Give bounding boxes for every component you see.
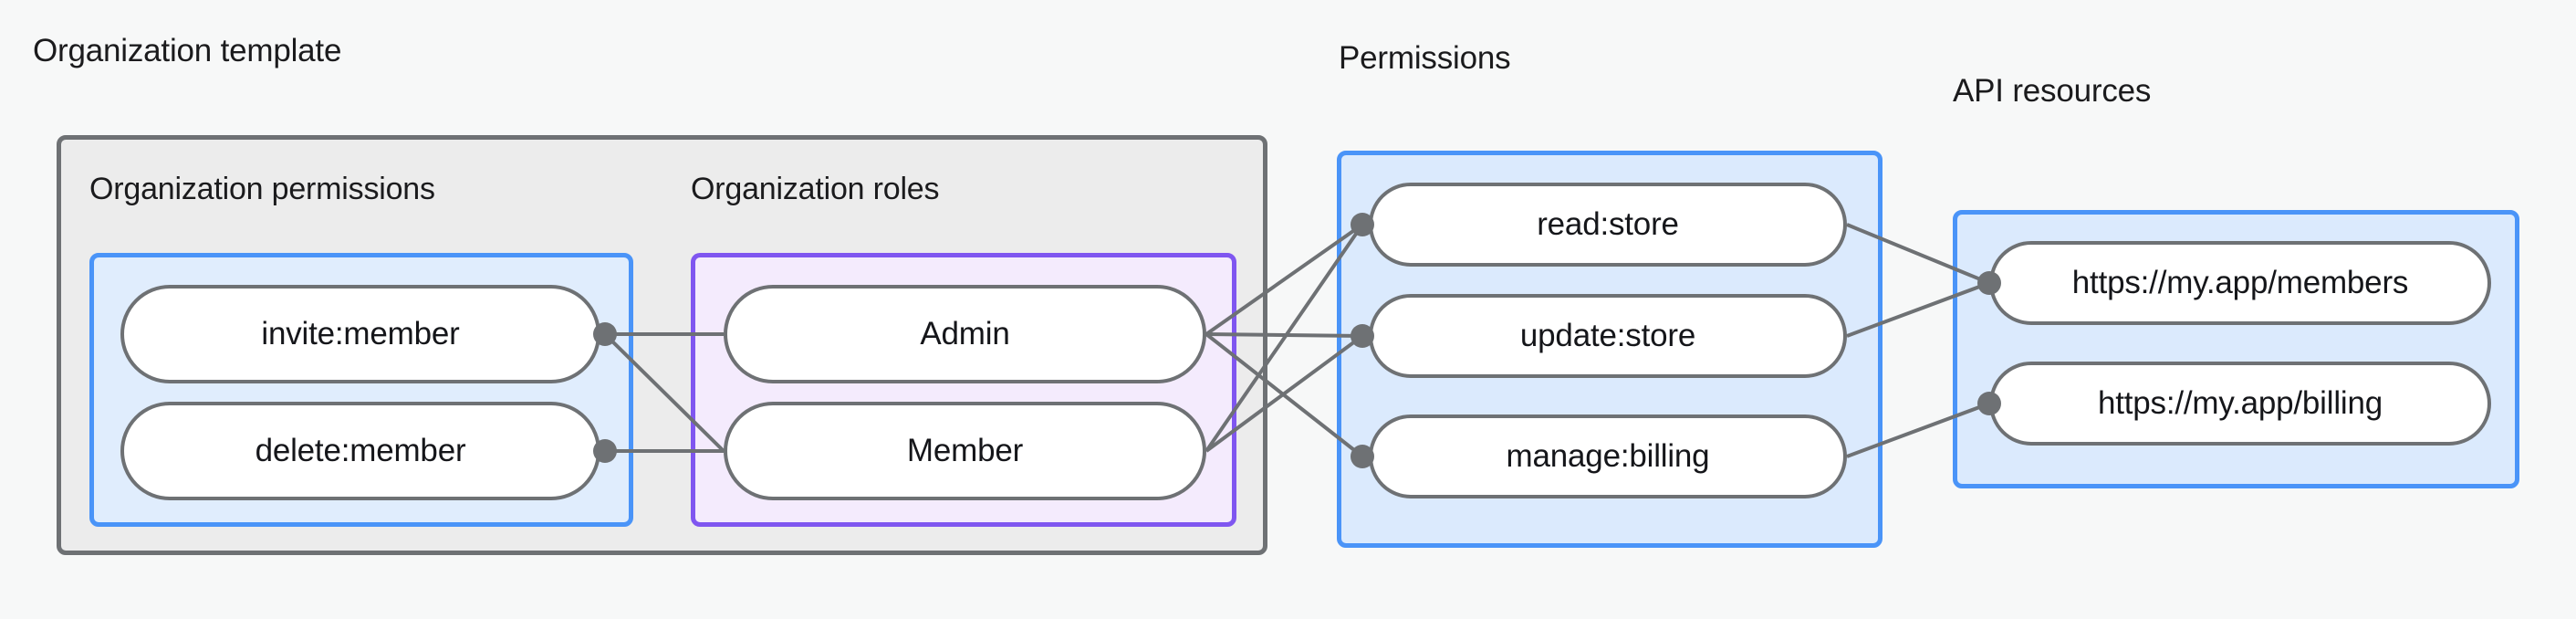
edge-admin-to-read-store — [1205, 223, 1364, 336]
organization-template-title: Organization template — [33, 33, 342, 68]
connector-dot-invite-member — [593, 322, 617, 346]
organization-roles-label: Organization roles — [691, 172, 940, 206]
node-member-label: Member — [906, 433, 1024, 468]
node-admin-label: Admin — [920, 316, 1010, 351]
node-member[interactable]: Member — [724, 402, 1206, 500]
node-update-store[interactable]: update:store — [1369, 294, 1847, 378]
node-delete-member[interactable]: delete:member — [120, 402, 600, 500]
node-invite-member-label: invite:member — [261, 316, 460, 351]
node-manage-billing[interactable]: manage:billing — [1369, 414, 1847, 498]
node-update-store-label: update:store — [1519, 318, 1696, 353]
connector-dot-billing-url — [1977, 392, 2001, 415]
permissions-title: Permissions — [1339, 40, 1511, 76]
connector-dot-delete-member — [593, 439, 617, 463]
edge-member-to-read-store — [1205, 223, 1364, 453]
node-members-url-label: https://my.app/members — [2071, 265, 2409, 300]
node-manage-billing-label: manage:billing — [1506, 438, 1710, 474]
node-delete-member-label: delete:member — [255, 433, 466, 468]
node-read-store[interactable]: read:store — [1369, 183, 1847, 267]
node-admin[interactable]: Admin — [724, 285, 1206, 383]
edge-invite-member-to-member — [603, 332, 725, 453]
edge-read-store-to-members-url — [1846, 223, 1990, 285]
connector-dot-update-store — [1351, 324, 1374, 348]
node-billing-url-label: https://my.app/billing — [2097, 385, 2383, 421]
connector-dot-members-url — [1977, 271, 2001, 295]
node-read-store-label: read:store — [1537, 206, 1679, 242]
node-invite-member[interactable]: invite:member — [120, 285, 600, 383]
edge-member-to-update-store — [1205, 334, 1364, 453]
edge-manage-billing-to-billing-url — [1846, 402, 1990, 458]
connector-dot-manage-billing — [1351, 445, 1374, 468]
api-resources-title: API resources — [1953, 73, 2152, 109]
connector-dot-read-store — [1351, 213, 1374, 236]
organization-permissions-label: Organization permissions — [89, 172, 435, 206]
node-billing-url[interactable]: https://my.app/billing — [1989, 362, 2491, 446]
edge-update-store-to-members-url — [1846, 281, 1990, 338]
